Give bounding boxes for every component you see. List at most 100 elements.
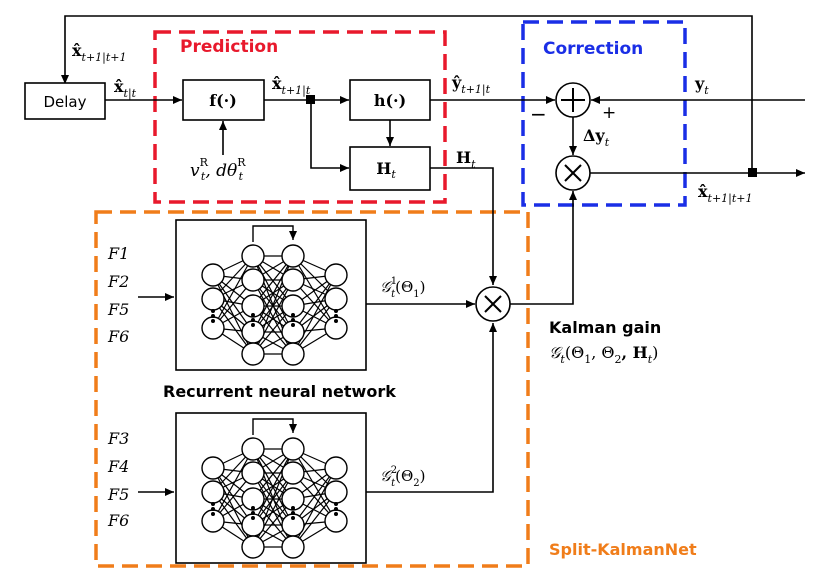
nn-ellipsis-dot [334,319,338,323]
nn-ellipsis-dot [211,507,215,511]
nn-neuron [241,342,265,366]
product-x-b [564,164,582,182]
nn-ellipsis-dot [251,323,255,327]
nn-recurrent-loop [252,418,297,435]
rnn1-input-0: F1 [107,244,129,263]
h-label: h(·) [374,91,406,110]
nn-ellipsis-dot [291,516,295,520]
output-junction [748,168,757,177]
nn-ellipsis-dot [251,516,255,520]
nn-neuron [281,268,305,292]
label-Ht: Ht [456,148,476,171]
nn-edge [292,467,337,526]
label-x-next-next-top: x̂t+1|t+1 [72,41,127,65]
nn-ellipsis-dot [291,313,295,317]
rnn2-input-1: F4 [107,457,129,476]
correction-title: Correction [543,39,643,59]
line-gain-product [510,191,577,305]
nn-ellipsis-dot [334,314,338,318]
rnn1-input-2: F5 [107,300,129,319]
prediction-region [153,30,447,204]
kalman-gain-label: Kalman gain [549,318,661,337]
nn-ellipsis-dot [334,512,338,516]
nn-ellipsis-dot [251,506,255,510]
nn-ellipsis-dot [334,309,338,313]
nn-ellipsis-dot [211,319,215,323]
nn-neuron [201,287,225,311]
kalman-gain-formula: 𝒢t(Θ1, Θ2, Ht) [549,343,658,366]
line-rnn2-out [366,323,497,493]
rnn2-network [201,418,348,559]
nn-edge [292,274,337,333]
delay-label: Delay [43,93,86,111]
nn-neuron [324,456,348,480]
nn-ellipsis-dot [291,511,295,515]
nn-neuron [201,480,225,504]
label-x-t-t: x̂t|t [114,77,137,101]
nn-neuron [324,480,348,504]
line-H-mult [430,167,497,285]
label-minus: − [530,102,547,126]
nn-ellipsis-dot [211,314,215,318]
nn-ellipsis-dot [334,502,338,506]
correction-region [521,20,687,207]
H-label: Ht [376,159,396,181]
nn-neuron [241,437,265,461]
f-label: f(·) [209,91,237,110]
nn-neuron [241,461,265,485]
nn-ellipsis-dot [211,502,215,506]
split-title: Split-KalmanNet [549,540,697,559]
nn-neuron [281,437,305,461]
rnn1-input-1: F2 [107,272,129,291]
nn-edge [212,255,254,329]
rnn1-input-3: F6 [107,327,129,346]
rnn2-input-3: F6 [107,511,129,530]
nn-neuron [281,244,305,268]
nn-edge [292,448,337,522]
rnn2-input-0: F3 [107,429,129,448]
nn-edge [252,279,294,355]
nn-ellipsis-dot [291,318,295,322]
nn-edge [212,448,254,522]
prediction-title: Prediction [180,37,278,57]
nn-neuron [201,456,225,480]
nn-neuron [241,244,265,268]
nn-edge [252,472,294,548]
label-x-out: x̂t+1|t+1 [698,182,753,206]
f-block [182,79,265,121]
nn-ellipsis-dot [251,511,255,515]
nn-ellipsis-dot [251,318,255,322]
nn-neuron [241,268,265,292]
nn-ellipsis-dot [334,507,338,511]
junction-node [306,95,315,104]
nn-ellipsis-dot [291,323,295,327]
label-y-pred: ŷt+1|t [451,73,491,97]
nn-neuron [281,535,305,559]
feedback-line [61,15,753,168]
nn-recurrent-loop [252,225,297,242]
nn-neuron [241,535,265,559]
rnn2-input-2: F5 [107,485,129,504]
nn-neuron [324,263,348,287]
nn-neuron [324,287,348,311]
label-y: yt [694,74,709,97]
label-dy: Δyt [583,126,610,149]
nn-edge [292,255,337,329]
nn-ellipsis-dot [211,512,215,516]
nn-neuron [281,342,305,366]
label-plus: + [602,103,616,123]
rnn1-network [201,225,348,366]
nn-ellipsis-dot [251,313,255,317]
delay-block [24,82,106,120]
line-junction-H [310,100,349,172]
nn-ellipsis-dot [291,506,295,510]
nn-edge [252,448,294,526]
rnn-label: Recurrent neural network [163,382,396,401]
nn-edge [252,255,294,333]
gain-x-b [484,295,502,313]
split-region [94,210,530,568]
